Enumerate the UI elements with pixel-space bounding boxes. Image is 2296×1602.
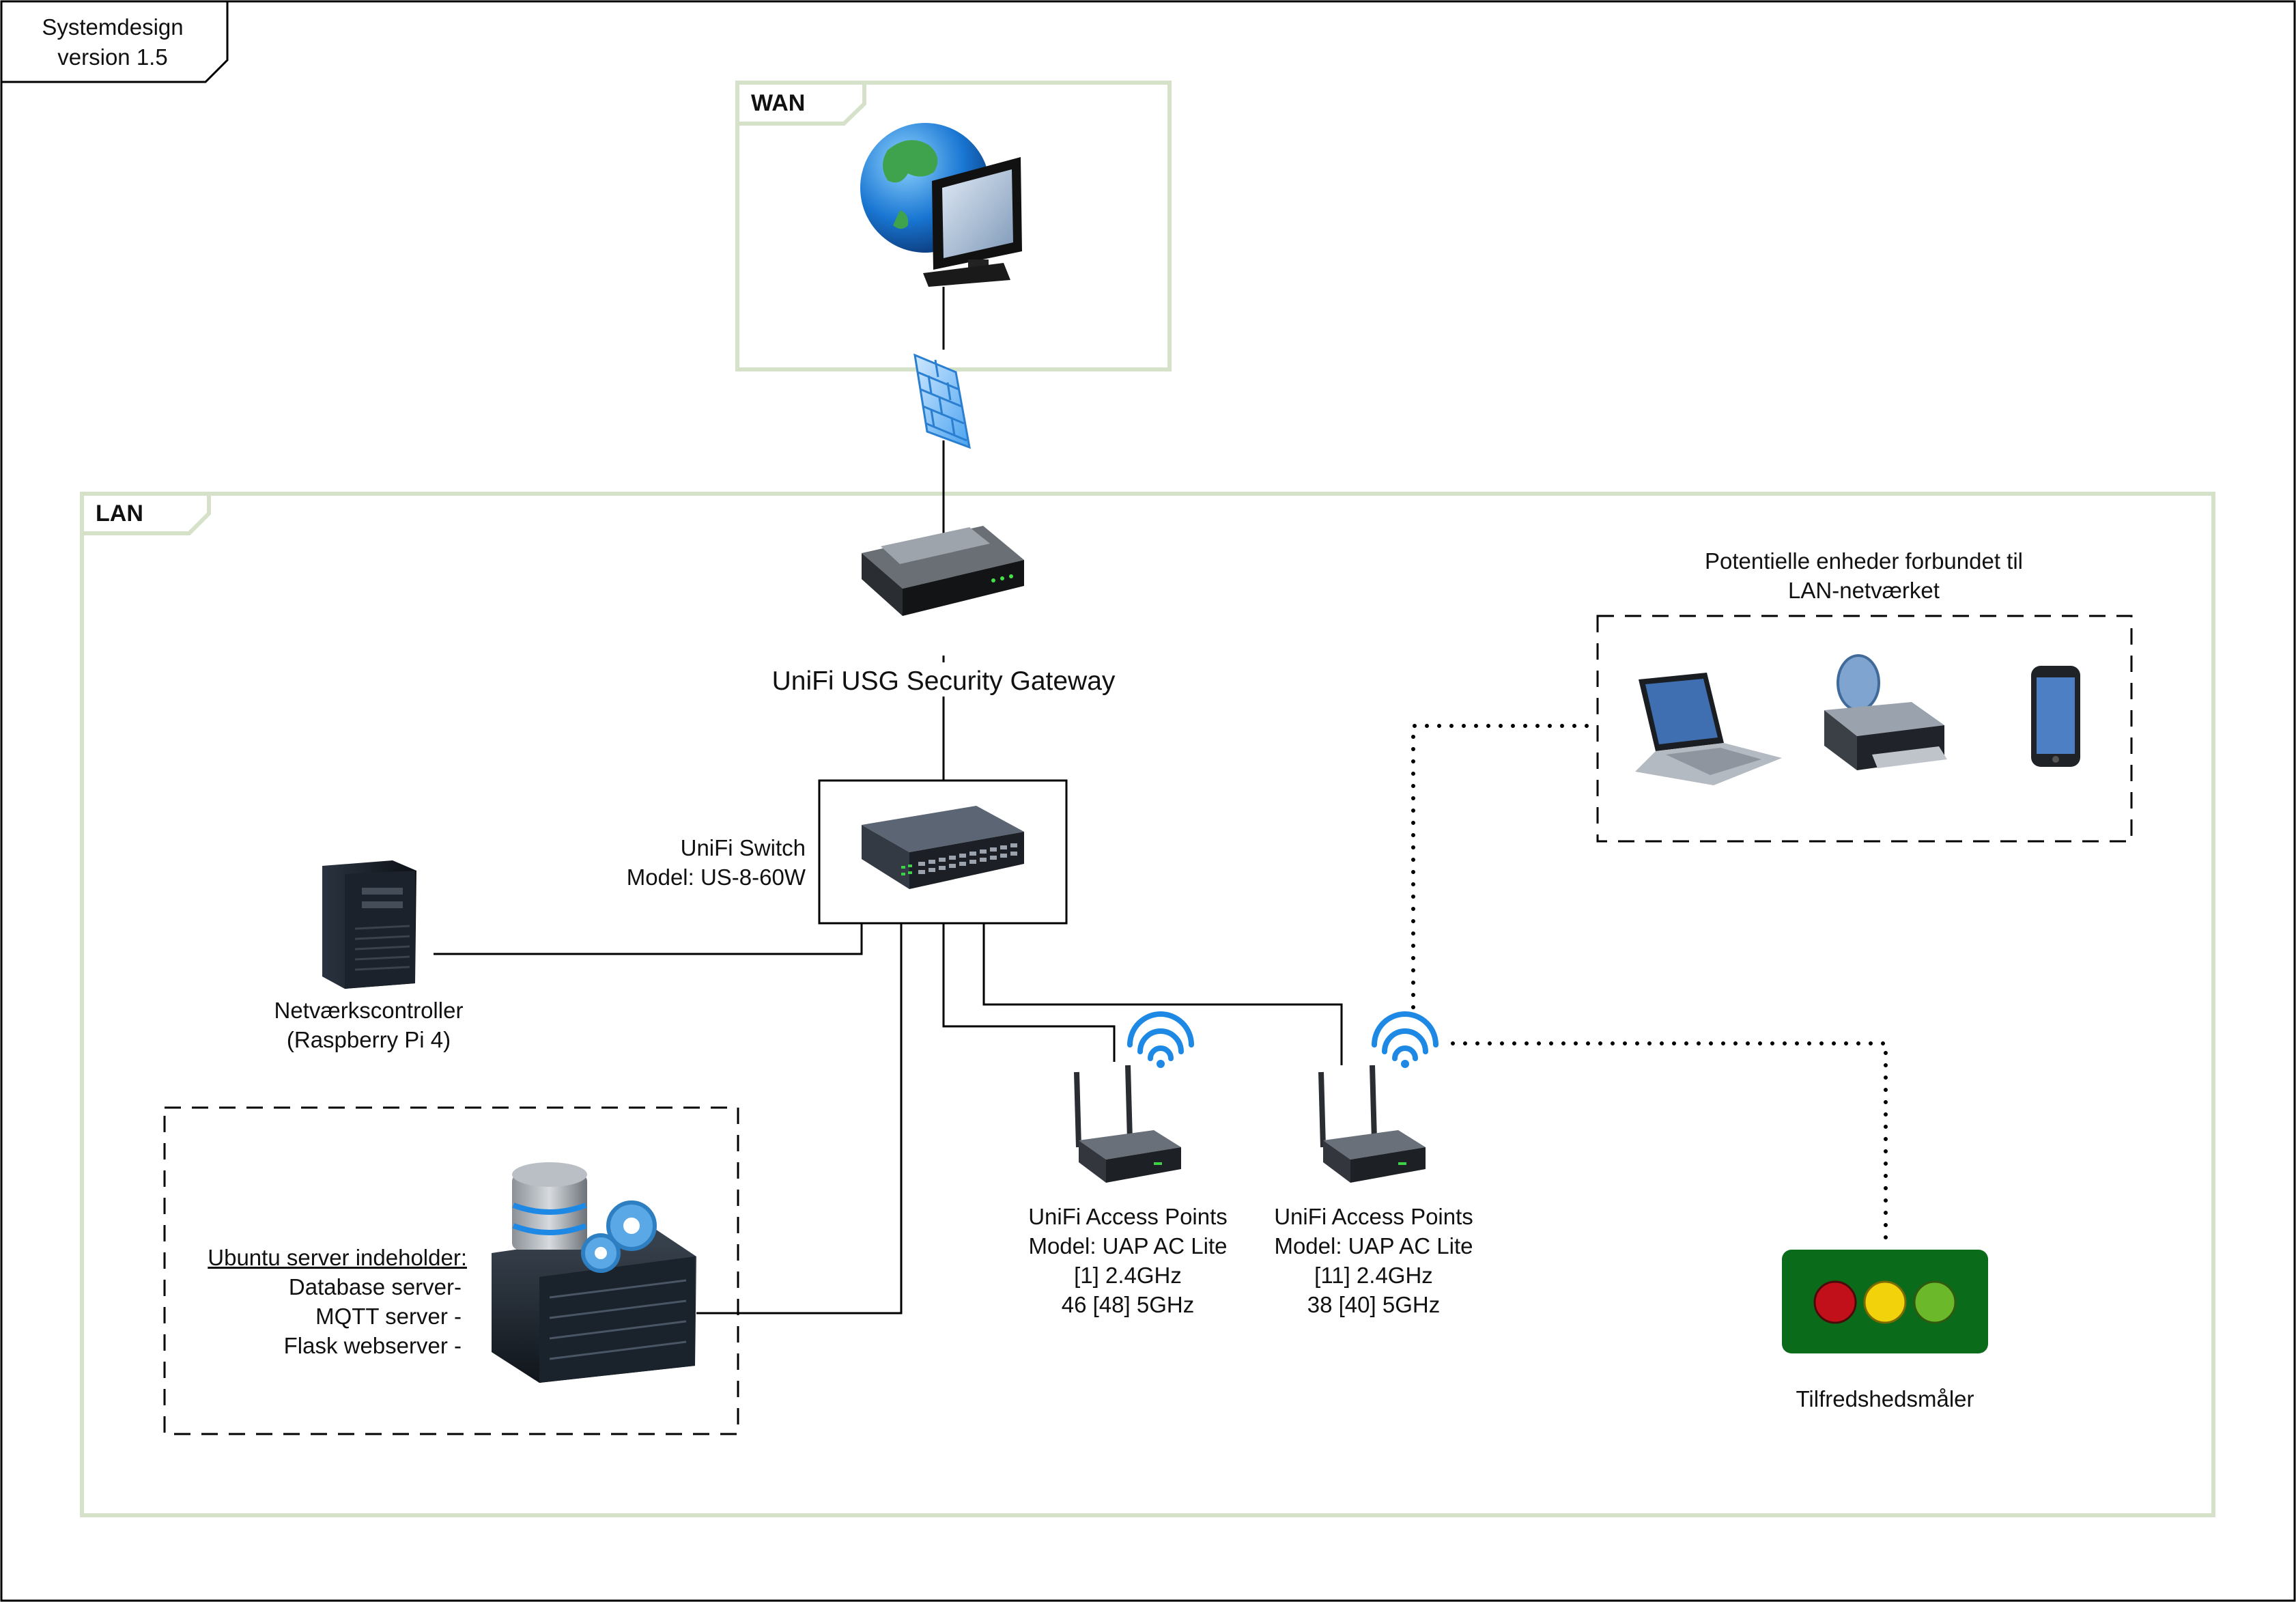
wan-label: WAN: [751, 90, 806, 116]
printer-icon: [1824, 654, 1947, 770]
ap1-line-1: UniFi Access Points: [1028, 1204, 1228, 1229]
title-tab-text: Systemdesign version 1.5: [20, 12, 205, 72]
access-point-label-2: UniFi Access Points Model: UAP AC Lite […: [1237, 1202, 1510, 1319]
ap1-line-3: [1] 2.4GHz: [1074, 1263, 1182, 1288]
ap2-line-1: UniFi Access Points: [1274, 1204, 1473, 1229]
meter-red-light: [1813, 1280, 1857, 1324]
ap2-line-4: 38 [40] 5GHz: [1307, 1292, 1441, 1317]
controller-line-2: (Raspberry Pi 4): [286, 1027, 451, 1052]
controller-label: Netværkscontroller (Raspberry Pi 4): [232, 996, 505, 1054]
gateway-label: UniFi USG Security Gateway: [739, 666, 1148, 697]
meter-yellow-light: [1863, 1280, 1907, 1324]
ap1-line-2: Model: UAP AC Lite: [1028, 1233, 1228, 1259]
ap1-line-4: 46 [48] 5GHz: [1061, 1292, 1195, 1317]
monitor-icon: [923, 157, 1022, 287]
server-contents: Ubuntu server indeholder: Database serve…: [171, 1243, 467, 1360]
lan-frame: [80, 492, 2215, 1517]
wifi-dot-2: [1401, 1060, 1409, 1068]
lan-frame-tab: [80, 492, 211, 535]
access-point-label-1: UniFi Access Points Model: UAP AC Lite […: [991, 1202, 1264, 1319]
phone-icon: [2031, 666, 2080, 767]
laptop-icon: [1635, 673, 1782, 785]
server-heading: Ubuntu server indeholder:: [208, 1245, 467, 1270]
wifi-dot-1: [1157, 1060, 1165, 1068]
devices-line-2: LAN-netværket: [1788, 578, 1940, 603]
wifi-icon-1: [1127, 1011, 1194, 1061]
controller-tower-icon: [322, 860, 416, 989]
devices-group-frame: [1596, 615, 2133, 843]
title-line-2: version 1.5: [57, 44, 168, 70]
meter-green-light: [1913, 1280, 1957, 1324]
devices-line-1: Potentielle enheder forbundet til: [1705, 548, 2023, 574]
title-line-1: Systemdesign: [42, 14, 184, 40]
devices-group-label: Potentielle enheder forbundet til LAN-ne…: [1625, 546, 2103, 605]
switch-label: UniFi Switch Model: US-8-60W: [560, 833, 806, 892]
title-tab: [0, 0, 229, 83]
access-point-icon-2: [1318, 1065, 1426, 1183]
wan-frame: [735, 81, 1172, 371]
wifi-icon-2: [1372, 1011, 1438, 1061]
gateway-device-icon: [862, 526, 1024, 616]
server-item-mqtt: MQTT server -: [315, 1304, 462, 1329]
database-server-icon: [492, 1162, 696, 1383]
server-group-frame: [163, 1106, 739, 1435]
switch-line-1: UniFi Switch: [680, 835, 806, 860]
access-point-icon-1: [1074, 1065, 1181, 1183]
ap2-line-3: [11] 2.4GHz: [1314, 1263, 1433, 1288]
wan-frame-tab: [735, 81, 866, 126]
server-item-database: Database server-: [288, 1274, 462, 1299]
firewall-icon: [913, 353, 971, 449]
switch-device-icon: [862, 806, 1024, 889]
ap2-line-2: Model: UAP AC Lite: [1274, 1233, 1473, 1259]
server-item-flask: Flask webserver -: [283, 1333, 462, 1358]
wireless-links: [1411, 724, 1888, 1250]
switch-line-2: Model: US-8-60W: [626, 865, 806, 890]
meter-label: Tilfredshedsmåler: [1796, 1386, 1974, 1411]
controller-line-1: Netværkscontroller: [274, 998, 464, 1023]
lan-label: LAN: [96, 501, 143, 526]
